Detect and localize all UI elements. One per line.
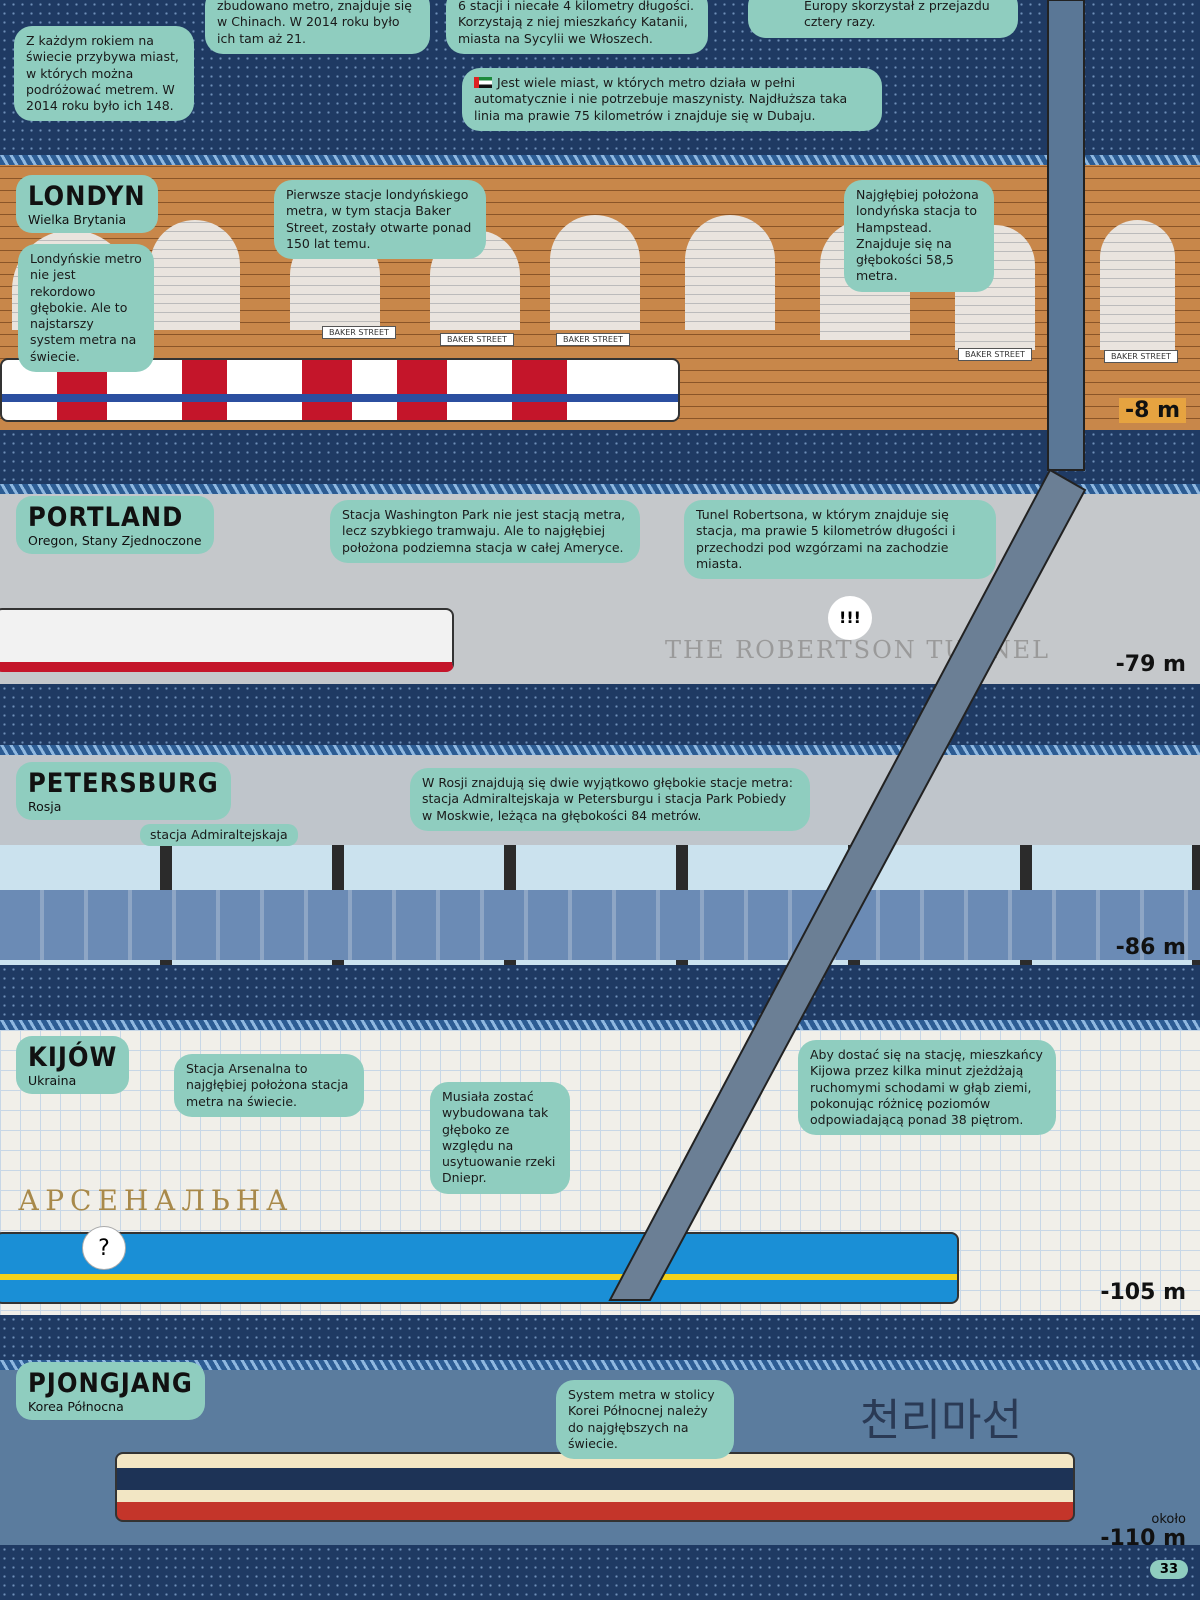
rail-divider — [0, 745, 1200, 755]
country-name: Ukraina — [28, 1073, 77, 1088]
rock-band — [0, 684, 1200, 749]
baker-street-sign: BAKER STREET — [958, 348, 1032, 361]
rail-divider — [0, 484, 1200, 494]
info-bubble: System metra w stolicy Korei Północnej n… — [556, 1380, 734, 1459]
baker-street-sign: BAKER STREET — [1104, 350, 1178, 363]
info-bubble: Tunel Robertsona, w którym znajduje się … — [684, 500, 996, 579]
info-bubble-europe: Europy skorzystał z przejazdu cztery raz… — [748, 0, 1018, 38]
rock-band — [0, 1315, 1200, 1365]
info-bubble: Aby dostać się na stację, mieszkańcy Kij… — [798, 1040, 1056, 1136]
station-label: stacja Admiraltejskaja — [140, 824, 298, 847]
info-bubble: Pierwsze stacje londyńskiego metra, w ty… — [274, 180, 486, 259]
info-bubble: Musiała zostać wybudowana tak głęboko ze… — [430, 1082, 570, 1194]
dubai-text: Jest wiele miast, w których metro działa… — [474, 75, 848, 123]
tunnel-arch — [685, 215, 775, 330]
info-bubble-china: zbudowano metro, znajduje się w Chinach.… — [205, 0, 430, 54]
tunnel-arch — [1100, 220, 1175, 350]
city-name: LONDYN — [28, 181, 146, 212]
station-sign-korean: 천리마선 — [860, 1395, 1022, 1446]
depth-prefix: około — [1151, 1512, 1186, 1527]
info-bubble: W Rosji znajdują się dwie wyjątkowo głęb… — [410, 768, 810, 831]
rail-divider — [0, 155, 1200, 165]
tunnel-arch — [150, 220, 240, 330]
baker-street-sign: BAKER STREET — [322, 326, 396, 339]
info-bubble-dubai: Jest wiele miast, w których metro działa… — [462, 68, 882, 131]
rail-divider — [0, 1020, 1200, 1030]
country-name: Wielka Brytania — [28, 212, 127, 227]
baker-street-sign: BAKER STREET — [440, 333, 514, 346]
city-name: KIJÓW — [28, 1042, 118, 1073]
country-name: Rosja — [28, 799, 62, 814]
kyiv-train — [0, 1232, 959, 1304]
station-sign-arsenalna: АРСЕНАЛЬНА — [18, 1184, 294, 1217]
tunnel-arch — [550, 215, 640, 330]
city-name: PETERSBURG — [28, 768, 219, 799]
country-name: Oregon, Stany Zjednoczone — [28, 533, 202, 548]
depth-label: -86 m — [1115, 935, 1186, 960]
uae-flag-icon — [474, 77, 492, 88]
escalator-diagonal — [608, 468, 1087, 1301]
question-thought: ? — [82, 1226, 126, 1270]
depth-label: -105 m — [1100, 1280, 1186, 1305]
portland-train — [0, 608, 454, 672]
info-bubble: Londyńskie metro nie jest rekordowo głęb… — [18, 244, 154, 372]
info-bubble-catania: 6 stacji i niecałe 4 kilometry długości.… — [446, 0, 708, 54]
rail-divider — [0, 1360, 1200, 1370]
rock-band — [0, 965, 1200, 1025]
depth-label: -79 m — [1115, 652, 1186, 677]
page-number: 33 — [1149, 1560, 1188, 1579]
rock-band — [0, 430, 1200, 488]
escalator-vertical — [1047, 0, 1085, 471]
city-name: PORTLAND — [28, 502, 184, 533]
rock-band — [0, 1545, 1200, 1600]
info-bubble: Stacja Arsenalna to najgłębiej położona … — [174, 1054, 364, 1117]
exclaim-thought: !!! — [828, 596, 872, 640]
info-bubble: Najgłębiej położona londyńska stacja to … — [844, 180, 994, 292]
country-name: Korea Północna — [28, 1399, 124, 1414]
info-bubble-cities: Z każdym rokiem na świecie przybywa mias… — [14, 26, 194, 122]
depth-label: -8 m — [1118, 398, 1186, 423]
petersburg-train — [0, 890, 1200, 960]
info-bubble: Stacja Washington Park nie jest stacją m… — [330, 500, 640, 563]
baker-street-sign: BAKER STREET — [556, 333, 630, 346]
city-name: PJONGJANG — [28, 1368, 193, 1399]
